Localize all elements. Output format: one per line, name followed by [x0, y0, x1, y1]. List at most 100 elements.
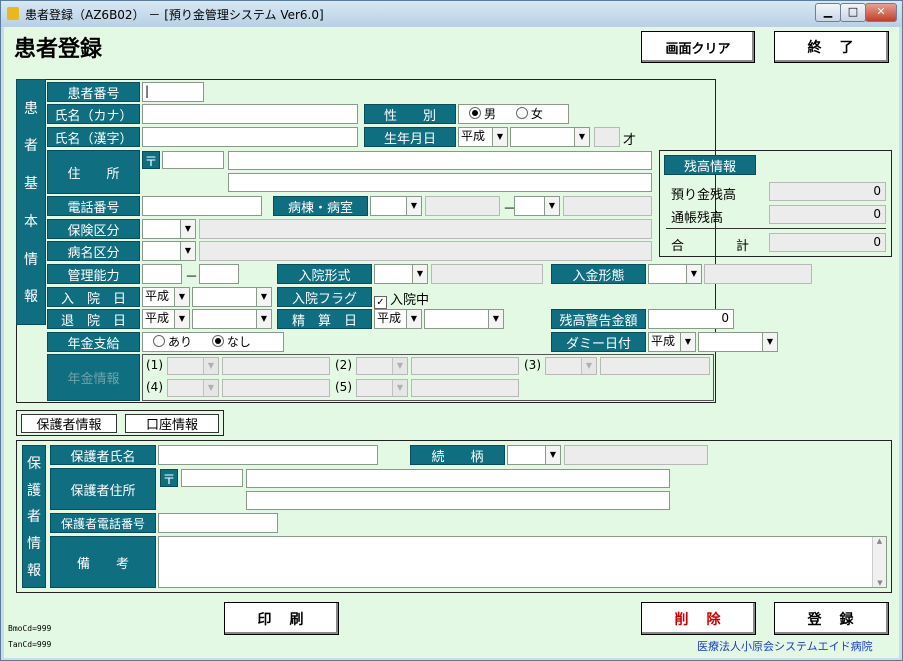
guardian-phone-input[interactable] — [158, 513, 278, 533]
settle-era-select[interactable]: 平成▼ — [374, 309, 422, 329]
pension-slot-5-select[interactable]: ▼ — [356, 379, 408, 397]
remarks-scrollbar[interactable]: ▲▼ — [872, 537, 886, 587]
bmo-code-text: BmoCd=999 — [8, 624, 52, 633]
guardian-address-line1-input[interactable] — [246, 469, 670, 488]
admit-flag-checkbox[interactable]: ✓入院中 — [374, 289, 429, 309]
print-button[interactable]: 印 刷 — [224, 602, 339, 635]
passbook-balance-label: 通帳残高 — [671, 211, 724, 226]
dummy-date-select[interactable]: ▼ — [698, 332, 778, 352]
deposit-type-select[interactable]: ▼ — [648, 264, 702, 284]
name-kanji-input[interactable] — [142, 127, 358, 147]
tab-account-info[interactable]: 口座情報 — [125, 414, 219, 433]
pension-yes-option[interactable]: あり — [153, 335, 192, 349]
scroll-down-icon[interactable]: ▼ — [877, 579, 883, 587]
radio-empty-icon — [515, 107, 528, 119]
maximize-button[interactable]: □ — [840, 3, 866, 22]
room-select[interactable]: ▼ — [514, 196, 560, 216]
guardian-postal-code-input[interactable] — [181, 469, 243, 487]
patient-section-char: 者 — [24, 138, 38, 155]
chevron-down-icon: ▼ — [412, 265, 427, 283]
delete-button[interactable]: 削 除 — [641, 602, 756, 635]
postal-code-input[interactable] — [162, 151, 224, 169]
register-button[interactable]: 登 録 — [774, 602, 889, 635]
warning-amount-label: 残高警告金額 — [551, 309, 646, 329]
address-line1-input[interactable] — [228, 151, 652, 170]
relation-name-field — [564, 445, 708, 465]
ward-room-dash: － — [503, 202, 517, 217]
chevron-down-icon: ▼ — [392, 358, 407, 374]
pension-info-frame — [142, 354, 714, 401]
capacity-input-2[interactable] — [199, 264, 239, 284]
admit-type-select[interactable]: ▼ — [374, 264, 428, 284]
patient-section-char: 患 — [24, 100, 38, 117]
pension-no-option[interactable]: なし — [211, 335, 251, 349]
gender-female-option[interactable]: 女 — [515, 107, 543, 121]
clear-button[interactable]: 画面クリア — [641, 31, 755, 63]
dummy-era-select[interactable]: 平成▼ — [648, 332, 696, 352]
discharge-era-select[interactable]: 平成▼ — [142, 309, 190, 329]
birth-date-label: 生年月日 — [364, 127, 456, 147]
patient-section-char: 基 — [24, 176, 38, 193]
admit-flag-text: 入院中 — [390, 293, 430, 308]
pension-slot-3-label: (3) — [524, 358, 541, 372]
age-field — [594, 127, 620, 147]
admit-date-select[interactable]: ▼ — [192, 287, 272, 307]
warning-amount-input[interactable]: 0 — [648, 309, 734, 329]
insurance-select[interactable]: ▼ — [142, 219, 196, 239]
radio-empty-icon — [153, 335, 165, 347]
room-name-field — [563, 196, 652, 216]
remarks-textarea[interactable] — [158, 536, 887, 588]
pension-slot-3-select[interactable]: ▼ — [545, 357, 597, 375]
guardian-address-line2-input[interactable] — [246, 491, 670, 510]
guardian-address-label: 保護者住所 — [50, 468, 156, 510]
chevron-down-icon: ▼ — [203, 380, 218, 396]
phone-label: 電話番号 — [47, 196, 140, 216]
dummy-era-value: 平成 — [651, 334, 676, 348]
gender-female-text: 女 — [530, 107, 543, 121]
name-kanji-label: 氏名（漢字） — [47, 127, 140, 147]
guardian-section-char: 護 — [27, 482, 41, 499]
pension-slot-5-label: (5) — [335, 380, 352, 394]
relation-select[interactable]: ▼ — [507, 445, 561, 465]
discharge-date-select[interactable]: ▼ — [192, 309, 272, 329]
tab-guardian-info[interactable]: 保護者情報 — [21, 414, 117, 433]
admit-era-select[interactable]: 平成▼ — [142, 287, 190, 307]
ward-select[interactable]: ▼ — [370, 196, 422, 216]
remarks-label: 備 考 — [50, 536, 156, 588]
guardian-phone-label: 保護者電話番号 — [50, 513, 156, 533]
discharge-era-value: 平成 — [145, 311, 170, 325]
exit-button[interactable]: 終 了 — [774, 31, 889, 63]
title-bar: 患者登録（AZ6B02） － [預り金管理システム Ver6.0] ▁ □ ✕ — [1, 1, 902, 27]
tan-code-text: TanCd=999 — [8, 640, 52, 649]
settle-date-select[interactable]: ▼ — [424, 309, 504, 329]
gender-radio-group: 男 女 — [458, 104, 569, 124]
patient-no-input[interactable]: | — [142, 82, 204, 102]
birth-date-select[interactable]: ▼ — [510, 127, 590, 147]
close-button[interactable]: ✕ — [865, 3, 897, 22]
scroll-up-icon[interactable]: ▲ — [876, 537, 883, 545]
chevron-down-icon: ▼ — [545, 446, 560, 464]
guardian-name-input[interactable] — [158, 445, 378, 465]
name-kana-input[interactable] — [142, 104, 358, 124]
disease-select[interactable]: ▼ — [142, 241, 196, 261]
admit-date-label: 入 院 日 — [47, 287, 140, 307]
chevron-down-icon: ▼ — [492, 128, 507, 146]
address-line2-input[interactable] — [228, 173, 652, 192]
birth-era-select[interactable]: 平成▼ — [458, 127, 508, 147]
pension-slot-4-select[interactable]: ▼ — [167, 379, 219, 397]
pension-slot-2-select[interactable]: ▼ — [356, 357, 408, 375]
ward-name-field — [425, 196, 500, 216]
postal-mark-icon: 〒 — [142, 151, 160, 170]
chevron-down-icon: ▼ — [544, 197, 559, 215]
phone-input[interactable] — [142, 196, 262, 216]
pension-slot-1-select[interactable]: ▼ — [167, 357, 219, 375]
chevron-down-icon: ▼ — [406, 310, 421, 328]
balance-title: 残高情報 — [664, 155, 756, 175]
minimize-button[interactable]: ▁ — [815, 3, 841, 22]
capacity-input-1[interactable] — [142, 264, 182, 284]
pension-slot-1-field — [222, 357, 330, 375]
capacity-label: 管理能力 — [47, 264, 140, 284]
chevron-down-icon: ▼ — [574, 128, 589, 146]
gender-male-option[interactable]: 男 — [469, 107, 496, 121]
